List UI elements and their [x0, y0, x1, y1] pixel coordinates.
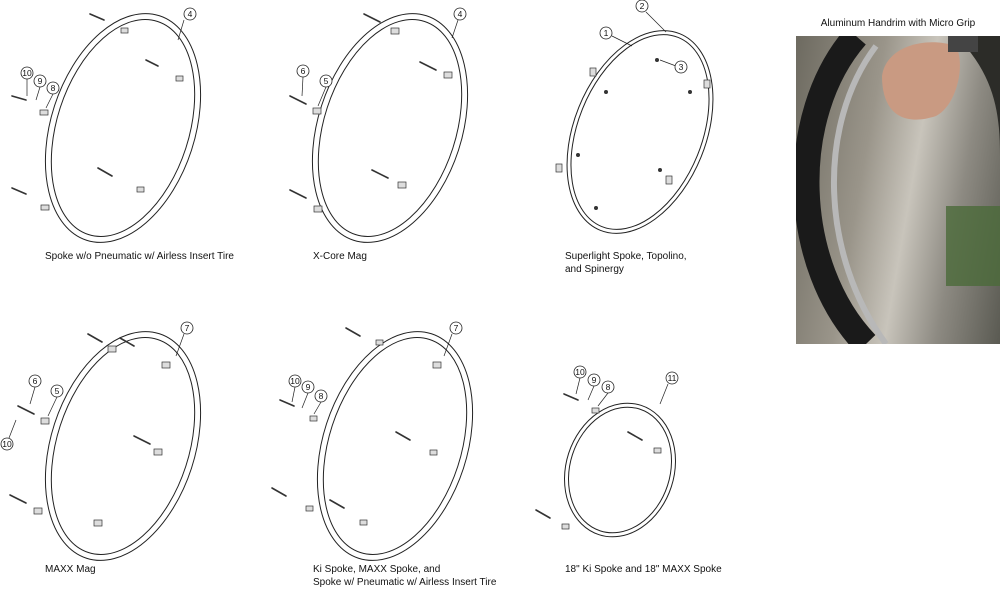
- caption-18in-ki: 18" Ki Spoke and 18" MAXX Spoke: [565, 564, 722, 575]
- callout-number: 8: [319, 391, 324, 401]
- callout-number: 9: [306, 382, 311, 392]
- callout-number: 11: [668, 373, 677, 383]
- diagram-18in-ki: 11 10 9 8: [535, 365, 679, 538]
- callout-number: 2: [640, 1, 645, 11]
- caption-ki-spoke: Ki Spoke, MAXX Spoke, and Spoke w/ Pneum…: [313, 563, 496, 589]
- diagram-superlight: 2 1 3: [555, 0, 714, 234]
- photo-caption: Aluminum Handrim with Micro Grip: [820, 18, 976, 29]
- callout-number: 7: [454, 323, 459, 333]
- caption-maxx-mag: MAXX Mag: [45, 564, 96, 575]
- caption-superlight: Superlight Spoke, Topolino, and Spinergy: [565, 250, 687, 276]
- callout-number: 5: [55, 386, 60, 396]
- caption-line: and Spinergy: [565, 264, 624, 275]
- callout-number: 4: [188, 9, 193, 19]
- callout-number: 5: [324, 76, 329, 86]
- callout-number: 8: [606, 382, 611, 392]
- callout-number: 4: [458, 9, 463, 19]
- caption-xcore-mag: X-Core Mag: [313, 251, 367, 262]
- caption-line: Superlight Spoke, Topolino,: [565, 251, 687, 262]
- callout-number: 10: [290, 376, 300, 386]
- callout-number: 9: [38, 76, 43, 86]
- callout-number: 9: [592, 375, 597, 385]
- caption-line: Spoke w/ Pneumatic w/ Airless Insert Tir…: [313, 577, 497, 588]
- callout-number: 7: [185, 323, 190, 333]
- callout-number: 3: [679, 62, 684, 72]
- callout-number: 10: [575, 367, 585, 377]
- diagram-xcore-mag: 4 6 5: [289, 7, 469, 243]
- wheel-and-hand-illustration: [796, 36, 1000, 344]
- callout-number: 10: [22, 68, 32, 78]
- handrim-photo: [796, 36, 1000, 344]
- callout-number: 6: [33, 376, 38, 386]
- diagram-spoke-airless: 4 10 9 8: [11, 7, 202, 243]
- caption-spoke-airless: Spoke w/o Pneumatic w/ Airless Insert Ti…: [45, 251, 234, 262]
- callout-number: 1: [604, 28, 609, 38]
- callout-number: 8: [51, 83, 56, 93]
- caption-line: Ki Spoke, MAXX Spoke, and: [313, 564, 441, 575]
- callout-number: 6: [301, 66, 306, 76]
- callout-number: 10: [2, 439, 12, 449]
- diagram-ki-spoke: 7 10 9 8: [271, 321, 474, 561]
- diagram-maxx-mag: 7 6 5 10: [0, 321, 202, 561]
